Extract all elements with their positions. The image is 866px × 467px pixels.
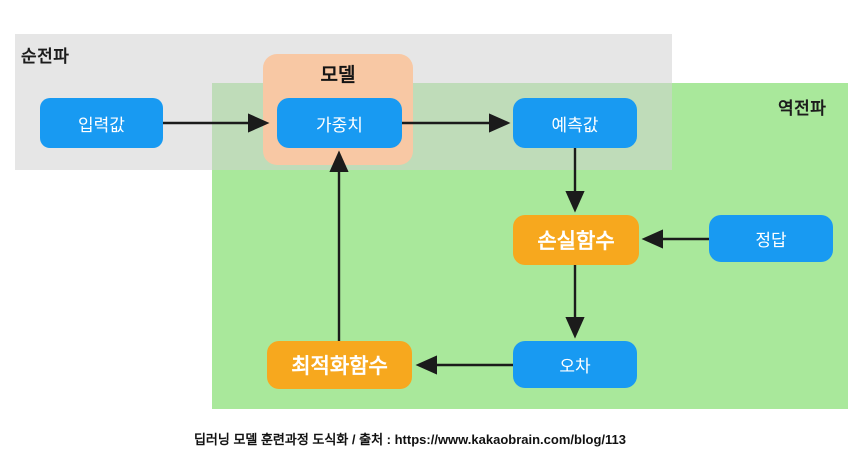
model-group-label: 모델 (320, 65, 356, 86)
node-loss-function: 손실함수 (513, 215, 639, 265)
backpropagation-label: 역전파 (778, 99, 827, 118)
node-input-value: 입력값 (40, 98, 163, 148)
diagram-caption: 딥러닝 모델 훈련과정 도식화 / 출처 : https://www.kakao… (193, 432, 627, 447)
node-prediction-value: 예측값 (513, 98, 637, 148)
node-weights: 가중치 (277, 98, 402, 148)
node-optimizer-function: 최적화함수 (267, 341, 412, 389)
node-error: 오차 (513, 341, 637, 388)
node-ground-truth: 정답 (709, 215, 833, 262)
forward-propagation-label: 순전파 (21, 47, 70, 66)
